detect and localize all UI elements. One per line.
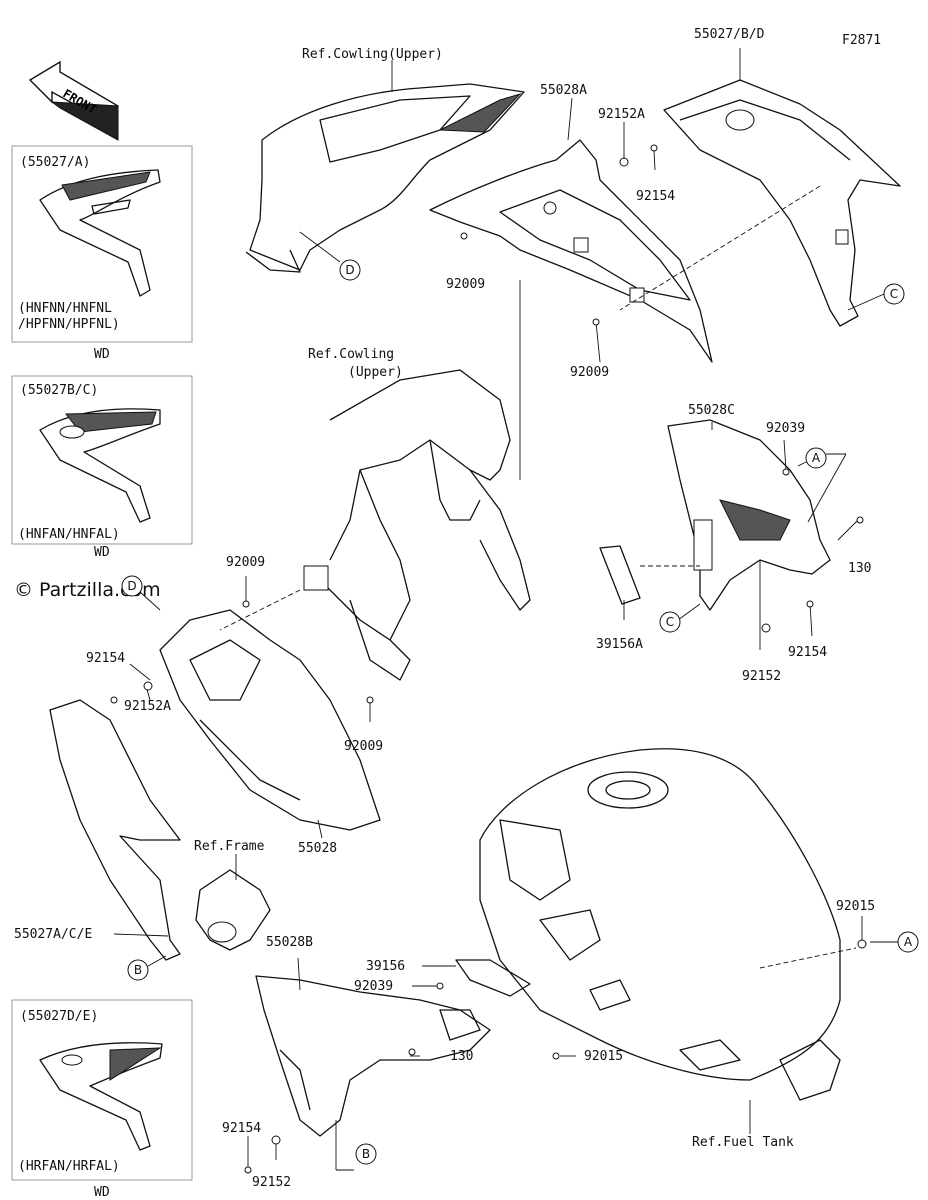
variant-footer: WD xyxy=(94,1185,110,1200)
part-number-label: 130 xyxy=(848,561,871,576)
callout-c: C xyxy=(847,283,905,311)
variant-footer: WD xyxy=(94,347,110,362)
part-number-label: 92039 xyxy=(766,421,805,436)
panel-55028c-part xyxy=(667,419,831,611)
part-number-label: 55027A/C/E xyxy=(14,927,92,942)
fasteners xyxy=(110,144,867,1174)
variant-part: (55027B/C) xyxy=(20,383,98,398)
variant-box-55027b-c: (55027B/C) (HNFAN/HNFAL) WD xyxy=(11,375,193,560)
strip-39156a-part xyxy=(599,545,641,605)
callout-d: D xyxy=(121,575,161,611)
part-number-label: 92152 xyxy=(252,1175,291,1190)
part-number-label: 92039 xyxy=(354,979,393,994)
svg-text:A: A xyxy=(904,935,913,949)
part-number-label: 55027/B/D xyxy=(694,27,765,42)
part-number-label: 130 xyxy=(450,1049,473,1064)
variant-part: (55027/A) xyxy=(20,155,90,170)
svg-text:D: D xyxy=(345,263,354,277)
part-number-label: 92154 xyxy=(86,651,125,666)
svg-text:B: B xyxy=(362,1147,370,1161)
part-number-label: 92009 xyxy=(226,555,265,570)
variant-codes: (HRFAN/HRFAL) xyxy=(18,1159,120,1174)
part-number-label: 55028A xyxy=(540,83,587,98)
part-number-label: 39156A xyxy=(596,637,643,652)
svg-text:C: C xyxy=(666,615,674,629)
callout-a: A xyxy=(870,931,919,953)
dashed-connectors xyxy=(219,185,857,969)
part-number-label: 92015 xyxy=(584,1049,623,1064)
figure-code: F2871 xyxy=(842,33,881,48)
callout-b: B xyxy=(355,1143,377,1165)
variant-box-55027-a: (55027/A) (HNFNN/HNFNL /HPFNN/HPFNL) WD xyxy=(11,145,193,362)
variant-footer: WD xyxy=(94,545,110,560)
frame-ref-part xyxy=(303,369,531,681)
part-number-label: 55028B xyxy=(266,935,313,950)
fuel-tank-ref-part xyxy=(479,748,841,1101)
leader-lines xyxy=(113,48,863,1172)
part-number-label: 92152A xyxy=(598,107,645,122)
part-number-label: 92009 xyxy=(344,739,383,754)
ref-cowling-upper-mid: (Upper) xyxy=(348,365,403,380)
part-number-label: 92152 xyxy=(742,669,781,684)
part-number-label: 39156 xyxy=(366,959,405,974)
callout-a: A xyxy=(797,447,847,523)
ref-cowling-upper: Ref.Cowling(Upper) xyxy=(302,47,443,62)
svg-text:B: B xyxy=(134,963,142,977)
panel-55028b-part xyxy=(255,975,491,1137)
svg-text:D: D xyxy=(127,579,136,593)
svg-text:C: C xyxy=(890,287,898,301)
panel-55028a-part xyxy=(429,139,713,363)
callout-d: D xyxy=(299,231,361,281)
part-number-label: 55028C xyxy=(688,403,735,418)
part-number-label: 55028 xyxy=(298,841,337,856)
variant-box-55027d-e: (55027D/E) (HRFAN/HRFAL) WD xyxy=(11,999,193,1200)
panel-55028-part xyxy=(159,609,381,831)
variant-codes: (HNFAN/HNFAL) xyxy=(18,527,120,542)
ref-frame: Ref.Frame xyxy=(194,839,265,854)
variant-part: (55027D/E) xyxy=(20,1009,98,1024)
part-number-label: 92015 xyxy=(836,899,875,914)
strip-39156-part xyxy=(455,959,531,997)
frame-bracket-part xyxy=(195,869,271,951)
variant-codes: (HNFNN/HNFNL xyxy=(18,301,112,316)
part-number-label: 92009 xyxy=(446,277,485,292)
part-number-label: 92152A xyxy=(124,699,171,714)
part-number-label: 92154 xyxy=(636,189,675,204)
side-cover-55027ace-part xyxy=(49,699,181,961)
ref-cowling-upper-mid: Ref.Cowling xyxy=(308,347,394,362)
variant-codes: /HPFNN/HPFNL) xyxy=(18,317,120,332)
ref-fuel-tank: Ref.Fuel Tank xyxy=(692,1135,794,1150)
part-number-label: 92154 xyxy=(788,645,827,660)
cover-55027-bd-part xyxy=(663,79,901,327)
callout-b: B xyxy=(127,955,167,981)
part-number-label: 92154 xyxy=(222,1121,261,1136)
front-arrow-icon: FRONT xyxy=(28,60,119,141)
svg-text:A: A xyxy=(812,451,821,465)
part-number-label: 92009 xyxy=(570,365,609,380)
callout-c: C xyxy=(659,603,701,633)
cowling-upper-ref-part xyxy=(245,83,525,273)
